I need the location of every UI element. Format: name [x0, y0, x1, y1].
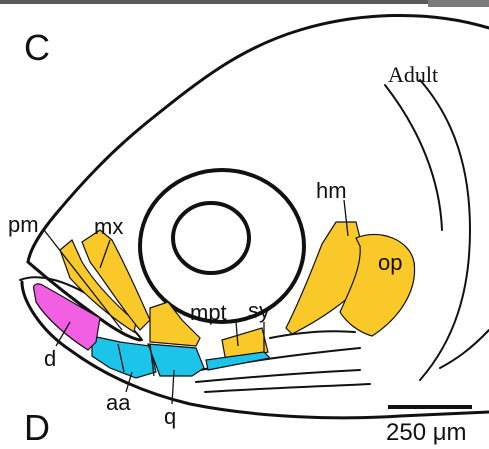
- label-d: d: [44, 346, 56, 371]
- label-aa: aa: [106, 390, 131, 415]
- label-hm: hm: [316, 178, 347, 203]
- ceratohyal-line: [270, 331, 355, 338]
- opercle-curve-1: [420, 80, 470, 380]
- opercle-curve-2: [385, 85, 442, 230]
- label-op: op: [378, 250, 402, 275]
- label-mx: mx: [94, 214, 123, 239]
- label-q: q: [164, 404, 176, 429]
- opercle-curve-3: [440, 330, 489, 368]
- branchiostegal-3: [205, 384, 370, 392]
- lens-ring: [173, 203, 249, 273]
- panel-letter-d: D: [24, 407, 50, 448]
- top-border-strip-right: [428, 0, 489, 7]
- branchiostegal-2: [196, 370, 360, 382]
- panel-letter-c: C: [24, 27, 50, 68]
- label-pm: pm: [8, 212, 39, 237]
- stage-label: Adult: [388, 62, 438, 87]
- scale-bar-label: 250 μm: [386, 419, 467, 446]
- top-border-strip: [0, 0, 489, 4]
- label-mpt: mpt: [190, 300, 227, 325]
- label-sy: sy: [248, 298, 270, 323]
- scale-bar: [388, 405, 472, 409]
